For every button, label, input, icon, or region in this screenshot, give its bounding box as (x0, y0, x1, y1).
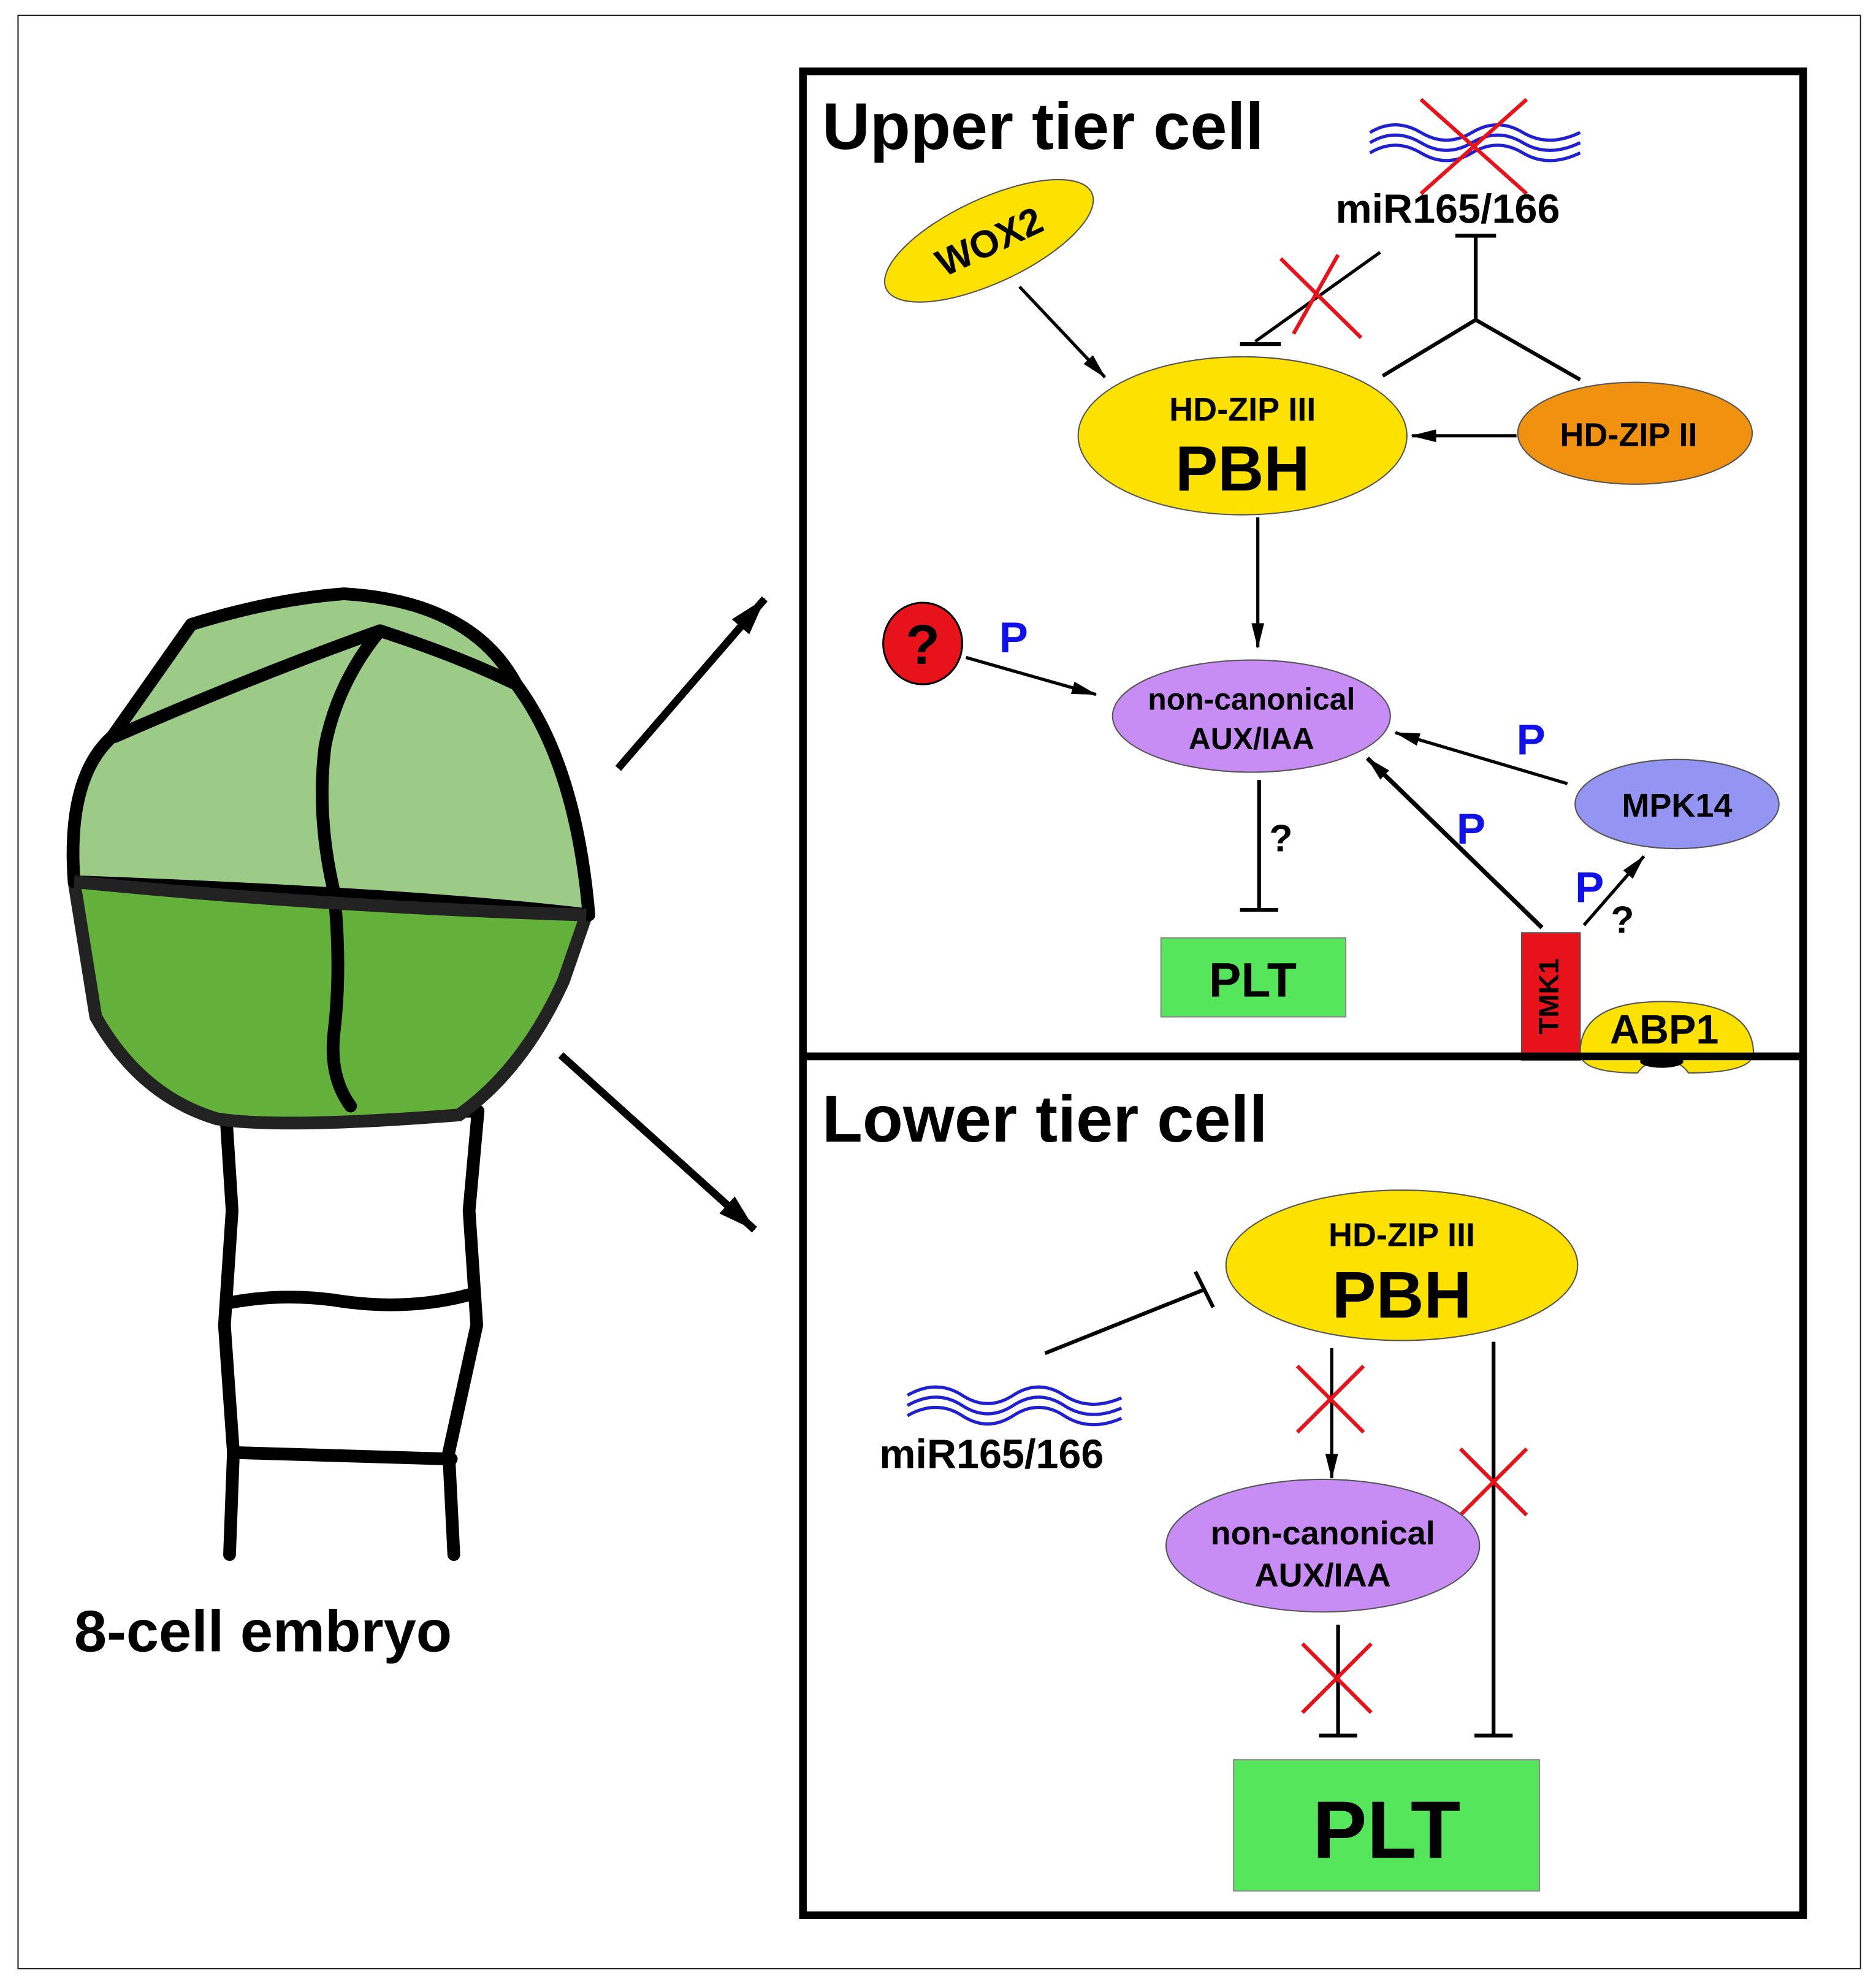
abp1-node: ABP1 (1579, 1001, 1755, 1074)
lower-mirna-repress-bar (1194, 1270, 1215, 1308)
phospho-p-4: P (1575, 863, 1604, 911)
upper-plt-label: PLT (1209, 953, 1297, 1007)
lower-aux-line2: AUX/IAA (1255, 1557, 1391, 1594)
arrow-to-lower-panel (558, 1052, 757, 1233)
mpk14-phosphorylates-aux (1394, 731, 1568, 785)
phospho-p-1: P (999, 613, 1028, 662)
tmk1-phosphorylates-aux (1365, 757, 1544, 929)
embryo-label: 8-cell embryo (74, 1599, 452, 1665)
upper-mirna-label: miR165/166 (1335, 187, 1560, 232)
wox2-activates-pbh (1018, 285, 1107, 378)
unknown-kinase-label: ? (906, 614, 940, 676)
abp1-label: ABP1 (1610, 1007, 1718, 1053)
arrow-to-upper-panel (615, 596, 768, 771)
embryo-cell-walls (108, 624, 523, 1113)
lower-aux-line1: non-canonical (1211, 1515, 1435, 1552)
tmk1-mpk14-question: ? (1611, 899, 1634, 941)
tmk1-phosphorylates-mpk14 (1582, 855, 1645, 926)
upper-pbh-label: PBH (1175, 433, 1310, 505)
unknown-kinase-node: ? (882, 601, 964, 685)
lower-pbh-plt-cross (1458, 1447, 1528, 1517)
lower-pbh-node: HD-ZIP III PBH (1225, 1189, 1579, 1341)
upper-aux-iaa-node: non-canonical AUX/IAA (1111, 659, 1391, 773)
upper-panel-title: Upper tier cell (822, 89, 1264, 163)
lower-pbh-label: PBH (1332, 1257, 1471, 1332)
upper-plt-node: PLT (1160, 937, 1347, 1018)
tmk1-label: TMK1 (1533, 958, 1565, 1034)
upper-pbh-node: HD-ZIP III PBH (1077, 356, 1408, 516)
upper-mirna-repression-cross (1279, 254, 1363, 339)
mpk14-node: MPK14 (1574, 758, 1780, 850)
y-shaped-repression (1381, 234, 1582, 382)
phospho-p-2: P (1517, 715, 1546, 763)
upper-aux-line2: AUX/IAA (1189, 722, 1314, 756)
tmk1-node: TMK1 (1520, 932, 1581, 1061)
embryo-drawing: 8-cell embryo (66, 587, 595, 1665)
aux-plt-question: ? (1269, 817, 1292, 860)
lower-mirna-represses-pbh (1044, 1288, 1205, 1356)
unknown-kinase-phosphorylates-aux (966, 655, 1097, 696)
lower-aux-iaa-node: non-canonical AUX/IAA (1165, 1478, 1481, 1613)
lower-pbh-aux-cross (1295, 1364, 1365, 1434)
mpk14-label: MPK14 (1622, 787, 1732, 824)
lower-mirna-label: miR165/166 (879, 1432, 1104, 1477)
upper-aux-line1: non-canonical (1148, 682, 1355, 717)
lower-mirna-wave (906, 1385, 1123, 1427)
lower-aux-plt-cross (1301, 1642, 1373, 1714)
lower-panel-title: Lower tier cell (822, 1082, 1268, 1156)
hdzip2-node: HD-ZIP II (1517, 381, 1753, 485)
lower-plt-node: PLT (1233, 1759, 1541, 1892)
lower-tier-panel: Lower tier cell HD-ZIP III PBH miR165/16… (799, 1052, 1807, 1920)
upper-mirna-cross (1419, 97, 1528, 196)
embryo-tier-boundary (73, 875, 587, 921)
lower-plt-label: PLT (1313, 1785, 1460, 1875)
lower-hdzip3-label: HD-ZIP III (1329, 1217, 1475, 1254)
phospho-p-3: P (1457, 804, 1485, 853)
upper-hdzip3-label: HD-ZIP III (1169, 391, 1316, 428)
hdzip2-label: HD-ZIP II (1560, 416, 1697, 453)
upper-tier-panel: Upper tier cell miR165/166 WOX2 (799, 67, 1807, 1074)
lower-panel-frame (799, 1052, 1807, 1920)
